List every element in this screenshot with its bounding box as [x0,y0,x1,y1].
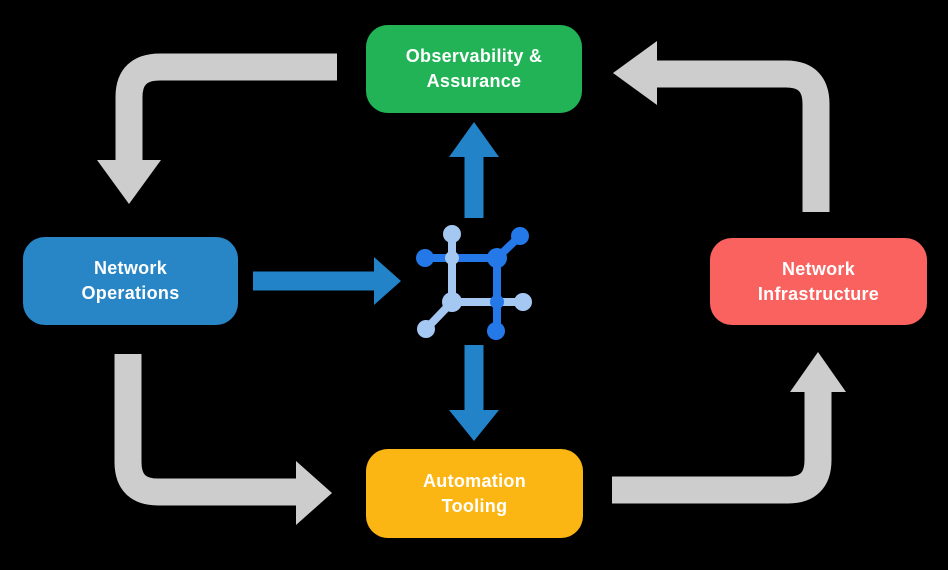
node-observability-assurance: Observability & Assurance [366,25,582,113]
node-label-line: Observability & [405,46,543,66]
node-label-line: Operations [81,283,180,303]
node-label-line: Assurance [426,71,522,91]
direct-arrow-icon-to-automation [449,345,499,441]
cycle-arrow-infrastructure-to-observability [613,41,830,212]
node-network-operations: Network Operations [23,237,238,325]
node-automation-tooling: Automation Tooling [366,449,583,538]
direct-arrow-operations-to-icon [253,257,401,305]
direct-arrow-icon-to-observability [449,122,499,218]
node-label-line: Tooling [441,495,508,516]
network-controller-icon [416,225,532,340]
cycle-arrow-operations-to-automation [114,354,332,525]
node-label-line: Infrastructure [757,283,880,304]
node-label-line: Network [781,258,856,279]
cycle-arrow-automation-to-infrastructure [612,352,846,504]
node-label-line: Network [93,258,168,278]
cycle-arrow-observability-to-operations [97,53,337,204]
node-network-infrastructure: Network Infrastructure [710,238,927,325]
node-label-line: Automation [423,470,526,491]
